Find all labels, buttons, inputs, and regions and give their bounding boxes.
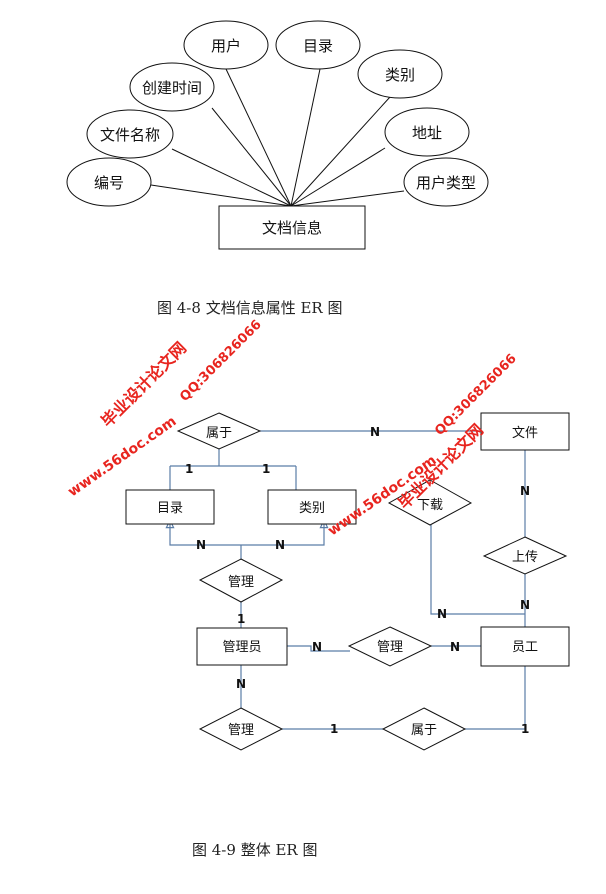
- svg-text:管理: 管理: [228, 723, 254, 738]
- card-manage-employee: N: [450, 640, 460, 654]
- svg-text:管理员: 管理员: [222, 640, 261, 655]
- card-admin-manage-bottom: N: [236, 677, 246, 691]
- attr-user: 用户: [183, 20, 269, 70]
- svg-text:毕业设计论文网: 毕业设计论文网: [97, 338, 190, 431]
- svg-text:www.56doc.com: www.56doc.com: [65, 413, 179, 500]
- svg-text:管理: 管理: [377, 640, 403, 655]
- svg-text:下载: 下载: [417, 498, 443, 513]
- card-belongs-catalog: 1: [185, 462, 193, 476]
- relation-upload: 上传: [482, 536, 568, 575]
- relation-belongs-bottom: 属于: [381, 707, 467, 751]
- svg-text:目录: 目录: [303, 37, 333, 55]
- watermark-left: www.56doc.com 毕业设计论文网 QQ:306826066: [65, 317, 265, 500]
- attr-create-time: 创建时间: [129, 62, 215, 112]
- svg-text:地址: 地址: [412, 124, 442, 142]
- svg-text:文件: 文件: [512, 426, 538, 441]
- entity-admin: 管理员: [196, 627, 288, 666]
- attr-connectors: [150, 68, 405, 207]
- svg-text:编号: 编号: [94, 174, 124, 192]
- cardinality-labels: N 1 1 N N N N N 1 N N N 1 1: [185, 425, 530, 736]
- svg-text:QQ:306826066: QQ:306826066: [177, 317, 264, 404]
- svg-text:文件名称: 文件名称: [100, 126, 160, 144]
- card-download-employee: N: [437, 607, 447, 621]
- relation-belongs-top: 属于: [176, 412, 262, 450]
- doc-attr-diagram: 用户 目录 类别 创建时间 地址 文件名称 用户类型 编号: [66, 20, 489, 250]
- relation-manage-mid: 管理: [347, 626, 433, 667]
- caption-doc-attr: 图 4-8 文档信息属性 ER 图: [157, 299, 343, 317]
- attr-category: 类别: [357, 49, 443, 99]
- attr-user-type: 用户类型: [403, 157, 489, 207]
- attr-id: 编号: [66, 157, 152, 207]
- card-catalog-manage: N: [196, 538, 206, 552]
- attr-file-name: 文件名称: [86, 109, 174, 159]
- entity-category: 类别: [267, 489, 357, 525]
- card-manage-admin: 1: [237, 612, 245, 626]
- caption-overall-er: 图 4-9 整体 ER 图: [192, 841, 318, 859]
- card-admin-manage: N: [312, 640, 322, 654]
- card-category-manage: N: [275, 538, 285, 552]
- relation-manage-bottom: 管理: [198, 707, 284, 751]
- relation-manage-top: 管理: [198, 558, 284, 603]
- card-belongs-employee: 1: [521, 722, 529, 736]
- svg-text:上传: 上传: [512, 550, 538, 565]
- svg-text:类别: 类别: [299, 501, 325, 516]
- card-belongs-file: N: [370, 425, 380, 439]
- entity-employee: 员工: [480, 626, 570, 667]
- card-file-upload: N: [520, 484, 530, 498]
- attr-address: 地址: [384, 107, 470, 157]
- svg-text:属于: 属于: [206, 426, 232, 441]
- svg-text:文档信息: 文档信息: [262, 219, 322, 237]
- card-upload-employee: N: [520, 598, 530, 612]
- svg-text:类别: 类别: [385, 66, 415, 84]
- svg-text:用户: 用户: [211, 37, 241, 55]
- svg-text:管理: 管理: [228, 575, 254, 590]
- card-belongs-category: 1: [262, 462, 270, 476]
- attr-catalog: 目录: [275, 20, 361, 70]
- entity-file: 文件: [480, 412, 570, 451]
- card-manage-belongs: 1: [330, 722, 338, 736]
- relation-download: 下载: [387, 479, 473, 526]
- overall-er-diagram: 属于 文件 目录 类别 下载 上传 管理 管理员: [125, 412, 570, 751]
- svg-text:创建时间: 创建时间: [142, 79, 202, 97]
- entity-catalog: 目录: [125, 489, 215, 525]
- svg-text:用户类型: 用户类型: [416, 174, 476, 192]
- er-connectors: [170, 430, 526, 730]
- entity-doc-info: 文档信息: [218, 205, 366, 250]
- svg-text:属于: 属于: [411, 723, 437, 738]
- svg-text:员工: 员工: [512, 640, 538, 655]
- svg-text:目录: 目录: [157, 501, 183, 516]
